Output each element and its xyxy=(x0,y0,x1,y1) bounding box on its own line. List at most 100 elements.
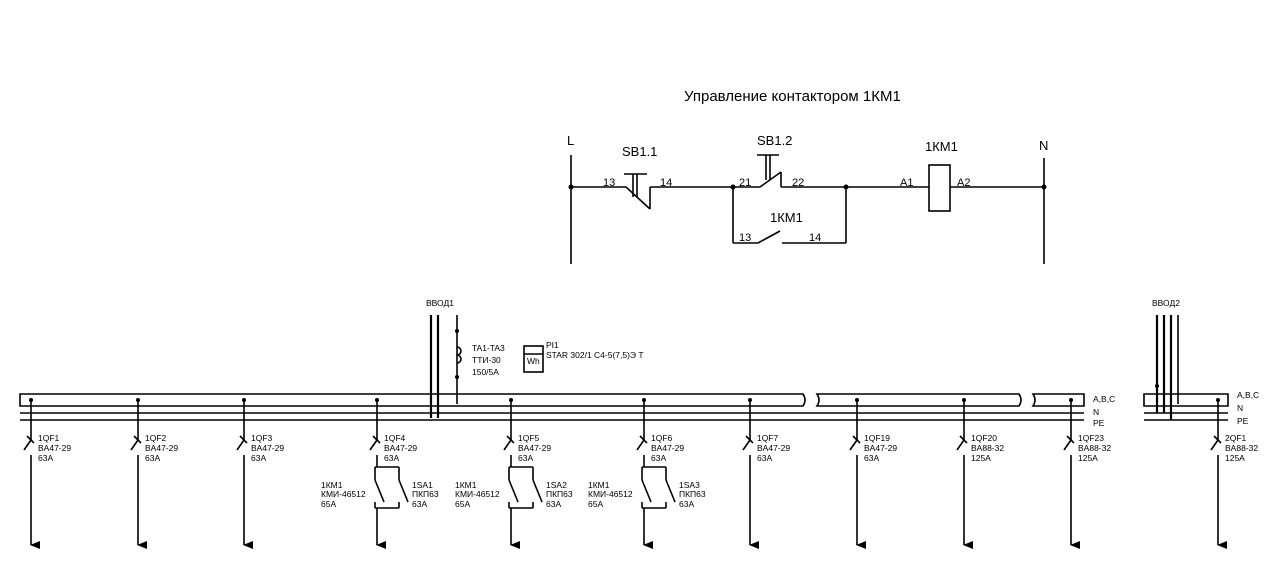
sb1-1-term13: 13 xyxy=(603,177,615,189)
line-l-label: L xyxy=(567,133,574,148)
feeder-6: 1QF6BA47-2963A1КМ1КМИ-4651265А1SA3ПКП636… xyxy=(588,398,706,549)
km1-holding-contact: 1КМ1 13 14 xyxy=(732,187,847,244)
breaker-name: 1QF19 xyxy=(864,433,890,443)
sb1-2-term22: 22 xyxy=(792,177,804,189)
breaker-name: 1QF1 xyxy=(38,433,60,443)
switch-rating: 63A xyxy=(679,499,694,509)
breaker-name: 1QF4 xyxy=(384,433,406,443)
current-transformer-icon xyxy=(456,346,462,364)
breaker-type: BA88-32 xyxy=(1078,443,1111,453)
breaker-contact xyxy=(23,439,32,451)
breaker-trip-mark xyxy=(639,435,648,444)
breaker-contact xyxy=(636,439,645,451)
switch-name: 1SA2 xyxy=(546,480,567,490)
breaker-rating: 63A xyxy=(518,453,533,463)
km1-coil-a2: A2 xyxy=(957,177,970,189)
meter-box xyxy=(523,345,544,373)
breaker-rating: 63A xyxy=(145,453,160,463)
breaker-trip-mark xyxy=(506,435,515,444)
breaker-type: BA47-29 xyxy=(38,443,71,453)
contactor-name: 1КМ1 xyxy=(588,480,610,490)
switch-contact xyxy=(665,479,676,503)
breaker-trip-mark xyxy=(1213,435,1222,444)
ct-line3: 150/5А xyxy=(472,367,499,377)
breaker-rating: 63A xyxy=(864,453,879,463)
main-busbar: A,B,C N PE xyxy=(19,393,1115,428)
breaker-type: BA88-32 xyxy=(971,443,1004,453)
sb1-1-label: SB1.1 xyxy=(622,144,657,159)
breaker-rating: 63A xyxy=(651,453,666,463)
contactor-type: КМИ-46512 xyxy=(321,489,366,499)
breaker-rating: 125A xyxy=(1078,453,1098,463)
contactor-rating: 65А xyxy=(455,499,470,509)
contactor-type: КМИ-46512 xyxy=(588,489,633,499)
km1-contact-label: 1КМ1 xyxy=(770,210,803,225)
km1-coil-label: 1КМ1 xyxy=(925,139,958,154)
bus-label-pe: PE xyxy=(1093,418,1105,428)
breaker-rating: 125A xyxy=(1225,453,1245,463)
breaker-rating: 63A xyxy=(251,453,266,463)
breaker-trip-mark xyxy=(745,435,754,444)
breaker-name: 1QF5 xyxy=(518,433,540,443)
breaker-contact xyxy=(236,439,245,451)
contactor-type: КМИ-46512 xyxy=(455,489,500,499)
bus-label-abc: A,B,C xyxy=(1093,394,1115,404)
sb1-2-button: SB1.2 21 22 xyxy=(733,133,846,189)
breaker-name: 1QF20 xyxy=(971,433,997,443)
energy-meter: Wh PI1 STAR 302/1 C4-5(7,5)Э Т xyxy=(523,340,644,373)
switch-name: 1SA3 xyxy=(679,480,700,490)
feeder-4: 1QF4BA47-2963A1КМ1КМИ-4651265А1SA1ПКП636… xyxy=(321,398,439,549)
sb1-1-term14: 14 xyxy=(660,177,672,189)
breaker-rating: 125A xyxy=(971,453,991,463)
bus2-label-abc: A,B,C xyxy=(1237,390,1259,400)
busbar-abc-section3 xyxy=(1031,393,1085,407)
switch-name: 1SA1 xyxy=(412,480,433,490)
contactor-contact xyxy=(508,479,519,503)
breaker-trip-mark xyxy=(372,435,381,444)
breaker-contact xyxy=(849,439,858,451)
breaker-trip-mark xyxy=(1066,435,1075,444)
breaker-name: 1QF7 xyxy=(757,433,779,443)
meter-model: STAR 302/1 C4-5(7,5)Э Т xyxy=(546,350,644,360)
switch-type: ПКП63 xyxy=(679,489,706,499)
feeders: 1QF1BA47-2963A1QF2BA47-2963A1QF3BA47-296… xyxy=(23,398,1258,549)
bus2-label-pe: PE xyxy=(1237,416,1249,426)
busbar-abc-section1 xyxy=(19,393,806,407)
control-circuit: Управление контактором 1КМ1 L N SB1.1 13… xyxy=(567,88,1048,264)
contactor-name: 1КМ1 xyxy=(321,480,343,490)
feeder-5: 1QF5BA47-2963A1КМ1КМИ-4651265А1SA2ПКП636… xyxy=(455,398,573,549)
breaker-rating: 63A xyxy=(38,453,53,463)
input-1: ВВОД1 TA1-TA3 ТТИ-30 150/5А xyxy=(426,298,505,418)
breaker-contact xyxy=(1063,439,1072,451)
contactor-name: 1КМ1 xyxy=(455,480,477,490)
breaker-type: BA47-29 xyxy=(518,443,551,453)
sb1-2-label: SB1.2 xyxy=(757,133,792,148)
breaker-trip-mark xyxy=(133,435,142,444)
breaker-trip-mark xyxy=(239,435,248,444)
bus2-label-n: N xyxy=(1237,403,1243,413)
breaker-name: 2QF1 xyxy=(1225,433,1247,443)
bus-label-n: N xyxy=(1093,407,1099,417)
breaker-contact xyxy=(956,439,965,451)
contactor-contact xyxy=(641,479,652,503)
contactor-rating: 65А xyxy=(321,499,336,509)
km1-contact-term13: 13 xyxy=(739,232,751,244)
breaker-contact xyxy=(503,439,512,451)
switch-contact xyxy=(532,479,543,503)
km1-contact-term14: 14 xyxy=(809,232,821,244)
km1-coil-a1: A1 xyxy=(900,177,913,189)
meter-symbol: Wh xyxy=(527,356,540,366)
switch-rating: 63A xyxy=(412,499,427,509)
breaker-type: BA47-29 xyxy=(864,443,897,453)
ct-line2: ТТИ-30 xyxy=(472,355,501,365)
breaker-rating: 63A xyxy=(757,453,772,463)
contactor-rating: 65А xyxy=(588,499,603,509)
breaker-name: 1QF6 xyxy=(651,433,673,443)
